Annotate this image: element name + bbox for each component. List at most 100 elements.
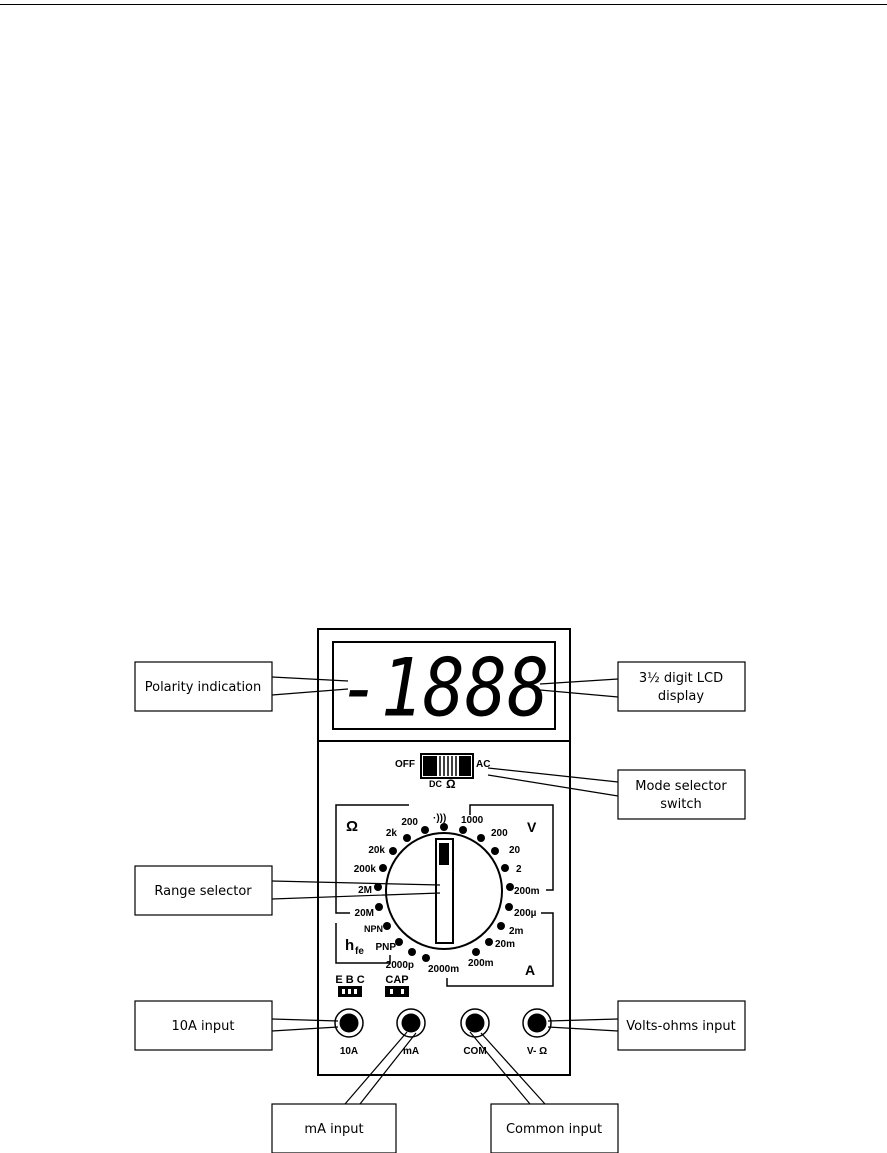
dial-dot-a-20m[interactable]	[485, 938, 493, 946]
volt-range-2: 2	[516, 864, 522, 875]
callout-common: Common input	[506, 1122, 602, 1137]
cap-socket-label: CAP	[385, 974, 408, 986]
ohm-range-20m: 20M	[355, 908, 374, 919]
hfe-npn-label: NPN	[364, 924, 383, 934]
transistor-pin-b	[348, 989, 351, 994]
leader-10a	[271, 1018, 339, 1032]
amp-range-2000m: 2000m	[428, 964, 459, 975]
callout-box-common	[490, 1103, 619, 1153]
dial-dot-v-200m[interactable]	[506, 883, 514, 891]
jack-v-ohm[interactable]	[522, 1008, 552, 1038]
callout-volts-ohms: Volts-ohms input	[626, 1019, 735, 1034]
jack-10a-label: 10A	[340, 1046, 358, 1057]
mode-switch-slider[interactable]	[439, 756, 457, 776]
transistor-pin-e	[342, 989, 345, 994]
dial-dot-pnp[interactable]	[395, 938, 403, 946]
dial-dot-v-2[interactable]	[501, 864, 509, 872]
dial-dot-a-2m[interactable]	[497, 922, 505, 930]
ohm-group-bracket	[335, 804, 409, 914]
dial-dot-v-20[interactable]	[491, 847, 499, 855]
ebc-socket-label: E B C	[335, 974, 364, 986]
leader-mode	[487, 767, 619, 797]
capacitor-pin-2	[401, 989, 404, 994]
dial-pointer	[439, 843, 449, 865]
leader-range	[271, 880, 441, 900]
callout-box-10a	[134, 1000, 273, 1051]
volt-range-1000: 1000	[461, 815, 484, 826]
jack-ma[interactable]	[396, 1008, 426, 1038]
callout-box-range	[134, 865, 273, 916]
ohm-range-200k: 200k	[354, 864, 377, 875]
amp-symbol: A	[525, 962, 535, 978]
switch-dc-label: DC	[429, 779, 442, 789]
callout-box-ma	[271, 1103, 397, 1153]
callout-ma: mA input	[304, 1122, 363, 1137]
dial-dot-ohm-2k[interactable]	[403, 834, 411, 842]
leader-volts-ohms	[547, 1018, 619, 1032]
jack-com-label: COM	[463, 1046, 486, 1057]
switch-ohm-symbol: Ω	[446, 777, 456, 791]
switch-ac-label: AC	[476, 759, 490, 770]
dial-dot-npn[interactable]	[383, 922, 391, 930]
callout-box-volts-ohms	[617, 1000, 746, 1051]
jack-com[interactable]	[460, 1008, 490, 1038]
dial-dot-ohm-20k[interactable]	[389, 847, 397, 855]
dial-dot-continuity[interactable]	[440, 823, 448, 831]
hfe-group-bracket	[335, 923, 391, 964]
continuity-icon: ·)))	[433, 813, 446, 824]
dial-position-dots	[374, 823, 514, 962]
callout-leaders	[271, 676, 619, 1105]
callout-box-mode	[617, 769, 746, 820]
leader-ma	[344, 1031, 417, 1105]
transistor-pin-c	[354, 989, 357, 994]
dial-dot-a-2000m[interactable]	[422, 954, 430, 962]
capacitor-pin-1	[390, 989, 393, 994]
dial-dot-v-1000[interactable]	[459, 826, 467, 834]
ohm-range-200: 200	[401, 817, 418, 828]
amp-group-bracket	[446, 912, 554, 987]
top-rule	[0, 4, 887, 5]
ohm-range-20k: 20k	[368, 845, 385, 856]
amp-range-200m: 200m	[468, 958, 494, 969]
amp-range-20m: 20m	[495, 939, 515, 950]
jack-v-ohm-label: V- Ω	[527, 1046, 547, 1057]
callout-lcd-line1: 3½ digit LCD	[639, 671, 723, 686]
dial-dot-ohm-20m[interactable]	[375, 903, 383, 911]
leader-polarity	[271, 676, 349, 696]
callout-mode-line2: switch	[660, 797, 702, 812]
callout-mode-line1: Mode selector	[635, 779, 727, 794]
cap-range-2000p: 2000p	[386, 960, 414, 971]
leader-common	[469, 1031, 546, 1105]
ohm-range-2k: 2k	[386, 828, 398, 839]
hfe-symbol-sub: fe	[355, 946, 364, 957]
volt-group-bracket	[469, 804, 554, 891]
volt-range-200m: 200m	[514, 886, 540, 897]
callout-range: Range selector	[154, 884, 252, 899]
volt-range-20: 20	[509, 845, 521, 856]
dial-dot-a-200u[interactable]	[505, 903, 513, 911]
dial-dot-ohm-200k[interactable]	[379, 864, 387, 872]
amp-range-2m: 2m	[509, 926, 524, 937]
callout-box-polarity	[134, 661, 273, 712]
dial-dot-ohm-2m[interactable]	[374, 883, 382, 891]
volt-range-200: 200	[491, 828, 508, 839]
jack-ma-label: mA	[403, 1046, 419, 1057]
callout-10a: 10A input	[171, 1019, 234, 1034]
mode-switch-left-block	[423, 756, 437, 776]
dial-dot-a-200m[interactable]	[472, 948, 480, 956]
mode-switch-right-block	[459, 756, 471, 776]
lcd-window	[332, 641, 556, 730]
amp-range-200u: 200µ	[514, 908, 537, 919]
dial-dot-ohm-200[interactable]	[421, 826, 429, 834]
hfe-pnp-label: PNP	[375, 942, 396, 953]
hfe-symbol-main: h	[345, 937, 354, 954]
dial-dot-cap-2000p[interactable]	[408, 948, 416, 956]
volt-symbol: V	[527, 819, 537, 835]
callout-lcd-line2: display	[658, 689, 704, 704]
jack-10a[interactable]	[334, 1008, 364, 1038]
dial-dot-v-200[interactable]	[477, 834, 485, 842]
callout-polarity: Polarity indication	[145, 680, 262, 695]
capacitor-socket[interactable]	[385, 986, 409, 997]
lcd-reading: -1888	[339, 641, 550, 735]
